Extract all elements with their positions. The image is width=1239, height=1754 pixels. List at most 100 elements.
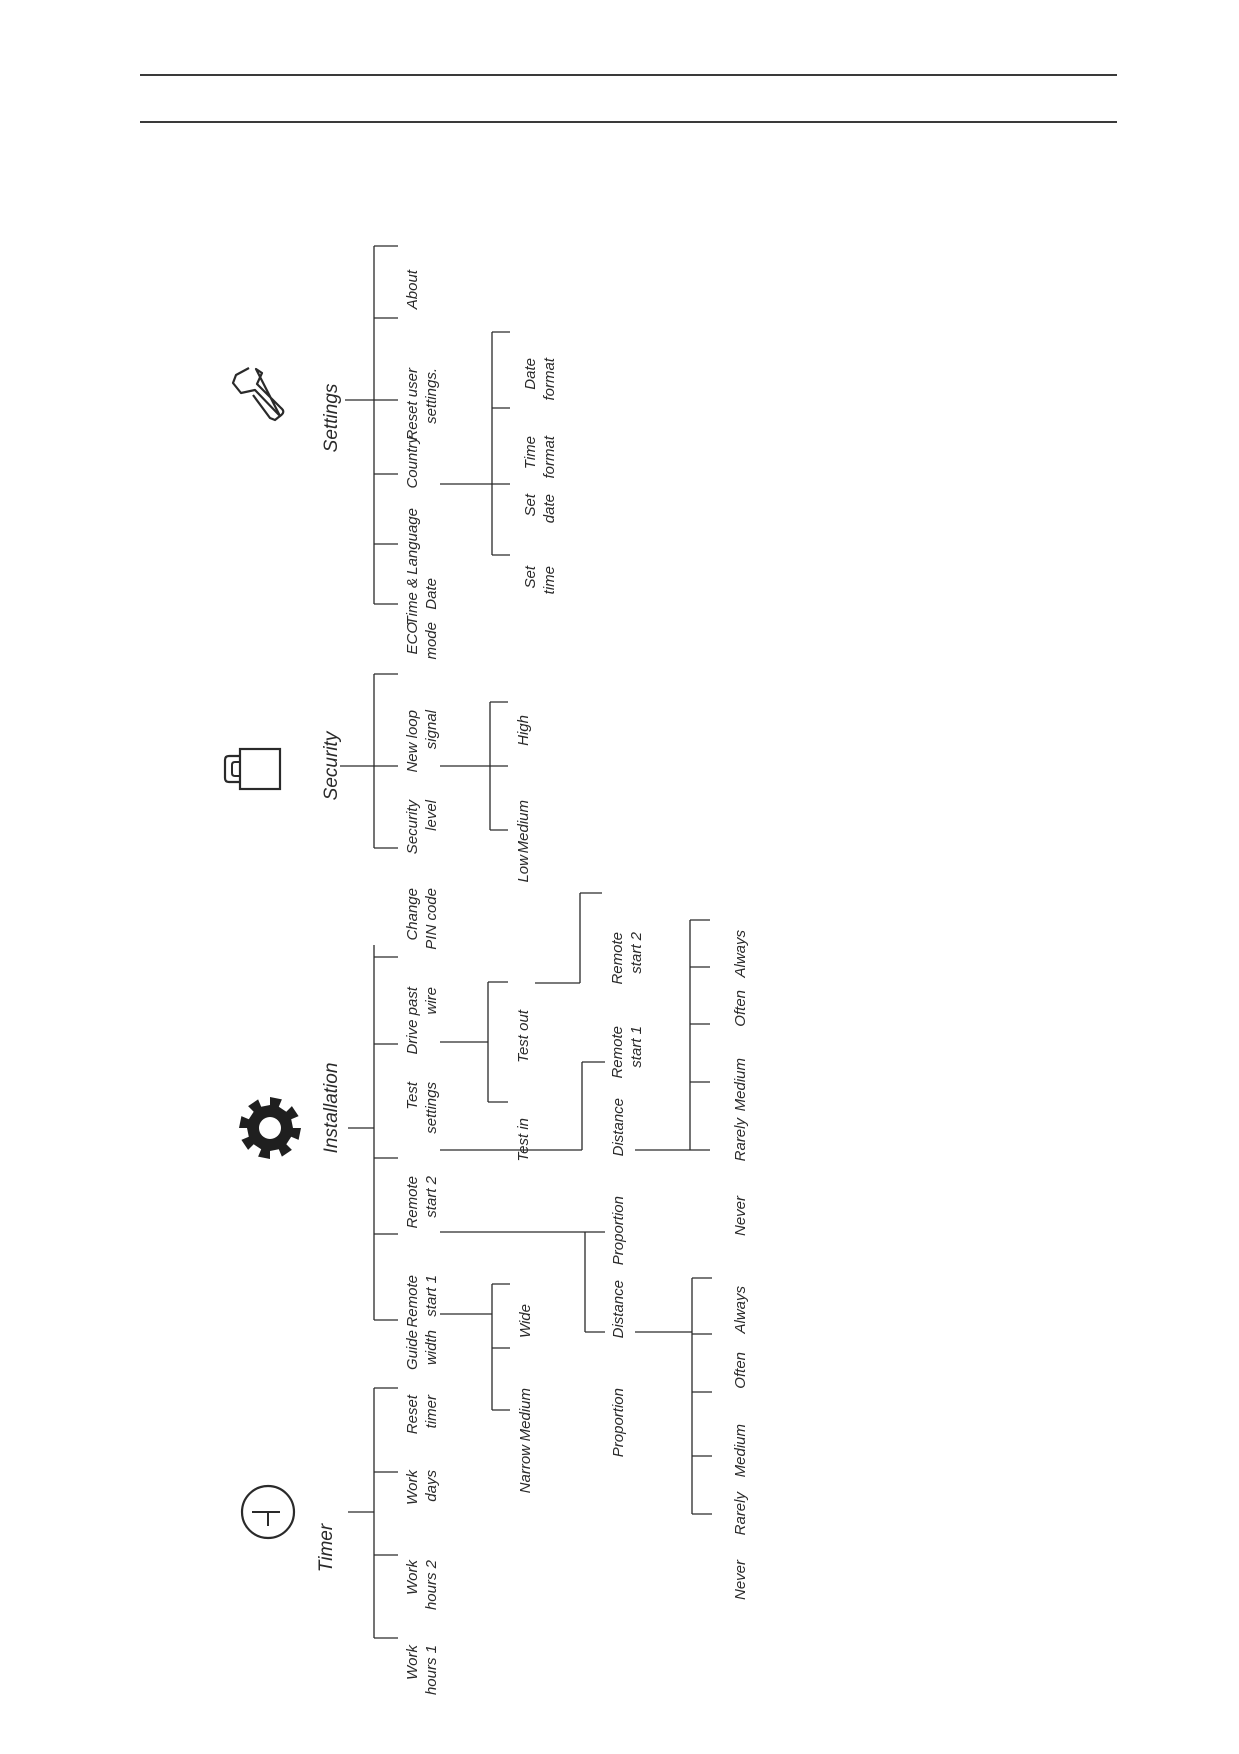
settings-title-line: Settings xyxy=(321,383,342,452)
settings-item-1: Time &Date xyxy=(404,578,440,625)
padlock-icon xyxy=(223,747,282,791)
rs2-proportion-option-2: Medium xyxy=(732,1058,749,1111)
settings-item-4-line: Reset user xyxy=(404,367,421,441)
timer-item-2-line: Work xyxy=(404,1469,421,1505)
settings-item-4-line: settings. xyxy=(423,368,440,424)
timer-title-line: Timer xyxy=(316,1523,337,1572)
security-item-1-line: level xyxy=(423,799,440,831)
security-level-option-1-line: Medium xyxy=(515,800,532,853)
rs2-proportion-option-0-line: Never xyxy=(732,1195,749,1236)
installation-title-line: Installation xyxy=(321,1063,342,1154)
settings-item-2: Language xyxy=(404,508,421,575)
installation-item-3-line: settings xyxy=(423,1082,440,1134)
remote-start-2-distance-line: Distance xyxy=(610,1098,627,1156)
settings-item-3-line: Country xyxy=(404,435,421,489)
timer-item-0-line: Work xyxy=(404,1644,421,1680)
rs2-proportion-option-1-line: Rarely xyxy=(732,1117,749,1162)
guide-width-option-1-line: Medium xyxy=(517,1388,534,1441)
installation-item-0-line: Guide xyxy=(404,1330,421,1370)
security-level-option-0-line: Low xyxy=(515,854,532,883)
security-item-2-line: signal xyxy=(423,709,440,749)
timer-item-3-line: timer xyxy=(423,1394,440,1428)
timer-item-3-line: Reset xyxy=(404,1394,421,1434)
time-date-option-0-line: time xyxy=(541,566,558,594)
timer-title: Timer xyxy=(316,1523,337,1572)
settings-item-1-line: Time & xyxy=(404,578,421,625)
remote-start-1-proportion-line: Proportion xyxy=(610,1388,627,1457)
header-rule-bottom xyxy=(140,121,1117,123)
installation-item-3-line: Test xyxy=(404,1081,421,1110)
remote-start-2-proportion-line: Proportion xyxy=(610,1196,627,1265)
remote-start-1-distance: Distance xyxy=(610,1280,627,1338)
settings-item-5-line: About xyxy=(404,269,421,310)
security-item-0-line: Change xyxy=(404,888,421,941)
rs1-proportion-option-3-line: Often xyxy=(732,1352,749,1389)
settings-item-1-line: Date xyxy=(423,578,440,610)
guide-width-option-2: Wide xyxy=(517,1304,534,1338)
settings-item-5: About xyxy=(404,269,421,310)
remote-start-2-distance: Distance xyxy=(610,1098,627,1156)
guide-width-option-2-line: Wide xyxy=(517,1304,534,1338)
remote-start-2-proportion: Proportion xyxy=(610,1196,627,1265)
rs2-proportion-option-3-line: Often xyxy=(732,990,749,1027)
guide-width-option-0: Narrow xyxy=(517,1444,534,1494)
installation-item-4-line: wire xyxy=(423,987,440,1015)
security-item-1-line: Security xyxy=(404,799,421,855)
test-out-remote-start-1-line: start 1 xyxy=(628,1026,645,1068)
rs1-proportion-option-3: Often xyxy=(732,1352,749,1389)
menu-tree xyxy=(340,245,712,1639)
installation-item-2-line: start 2 xyxy=(423,1175,440,1217)
rs1-proportion-option-1: Rarely xyxy=(732,1491,749,1536)
test-in-line: Test in xyxy=(515,1118,532,1162)
time-date-option-0-line: Set xyxy=(522,565,539,588)
settings-item-0-line: mode xyxy=(423,622,440,660)
time-date-option-2-line: Time xyxy=(522,436,539,469)
test-out-remote-start-2-line: Remote xyxy=(609,932,626,985)
rs1-proportion-option-0-line: Never xyxy=(732,1559,749,1600)
timer-item-1-line: Work xyxy=(404,1559,421,1595)
time-date-option-1-line: Set xyxy=(522,493,539,516)
installation-item-0-line: width xyxy=(423,1330,440,1365)
test-out-line: Test out xyxy=(515,1009,532,1063)
gear-hole xyxy=(259,1117,281,1139)
security-item-0-line: PIN code xyxy=(423,888,440,950)
rs1-proportion-option-2: Medium xyxy=(732,1424,749,1477)
test-out-remote-start-1-line: Remote xyxy=(609,1026,626,1079)
test-out-remote-start-2-line: start 2 xyxy=(628,931,645,973)
header-rule-top xyxy=(140,74,1117,76)
installation-item-1-line: Remote xyxy=(404,1275,421,1328)
installation-title: Installation xyxy=(321,1063,342,1154)
security-level-option-1: Medium xyxy=(515,800,532,853)
rs2-proportion-option-4-line: Always xyxy=(732,930,749,979)
guide-width-option-0-line: Narrow xyxy=(517,1444,534,1494)
time-date-option-1-line: date xyxy=(541,494,558,523)
timer-item-1-line: hours 2 xyxy=(423,1559,440,1610)
rs1-proportion-option-4-line: Always xyxy=(732,1286,749,1335)
timer-item-0-line: hours 1 xyxy=(423,1645,440,1695)
test-out: Test out xyxy=(515,1009,532,1063)
wrench-icon xyxy=(231,367,285,422)
remote-start-1-distance-line: Distance xyxy=(610,1280,627,1338)
gear-icon xyxy=(239,1097,301,1159)
installation-item-2-line: Remote xyxy=(404,1176,421,1229)
rs1-proportion-option-1-line: Rarely xyxy=(732,1491,749,1536)
